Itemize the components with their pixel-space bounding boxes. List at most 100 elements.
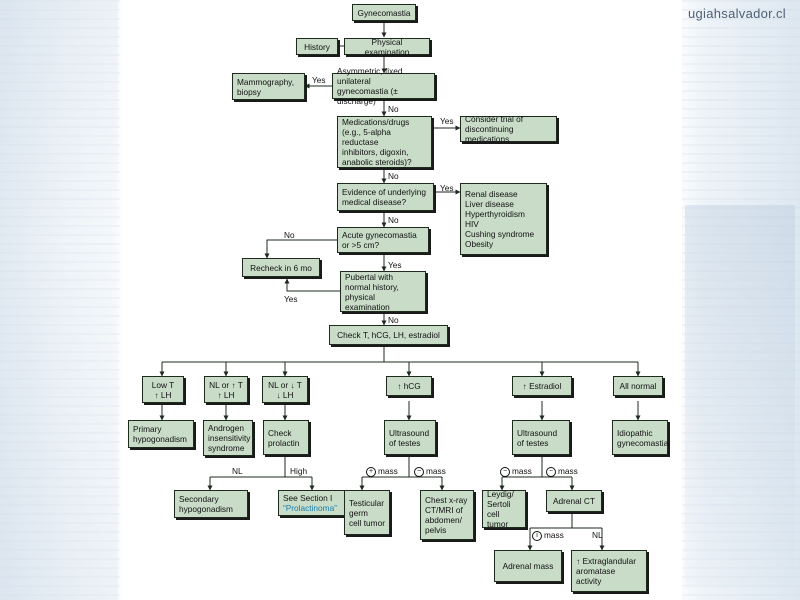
box-ultrasound-testes-estradiol: Ultrasound of testes <box>512 420 570 455</box>
box-nl-down-t: NL or ↓ T ↓ LH <box>262 376 308 403</box>
label-yes-diseases: Yes <box>440 183 454 193</box>
brand-watermark: ugiahsalvador.cl <box>687 6 786 21</box>
box-secondary-hypogonadism-text: Secondary hypogonadism <box>179 494 233 514</box>
box-check-hormones: Check T, hCG, LH, estradiol <box>329 325 448 345</box>
box-underlying-disease-text: Evidence of underlying medical disease? <box>342 187 426 207</box>
box-nl-down-t-text: NL or ↓ T ↓ LH <box>268 379 302 400</box>
mass-text: mass <box>426 466 446 476</box>
box-see-section-text: See Section I“Prolactinoma” <box>283 493 337 513</box>
mass-text: mass <box>378 466 398 476</box>
background-sidebar-right <box>680 0 800 600</box>
box-diseases-list-text: Renal disease Liver disease Hyperthyroid… <box>465 189 535 249</box>
label-no-1: No <box>388 104 399 114</box>
box-adrenal-mass: Adrenal mass <box>494 550 562 582</box>
info-circle-icon: i <box>532 530 542 541</box>
box-gynecomastia-text: Gynecomastia <box>357 7 411 18</box>
label-yes-mammography: Yes <box>312 75 326 85</box>
minus-circle-icon: − <box>500 466 510 477</box>
box-up-estradiol-text: ↑ Estradiol <box>522 381 562 391</box>
prolactinoma-link[interactable]: “Prolactinoma” <box>283 503 337 513</box>
box-idiopathic-text: Idiopathic gynecomastia <box>617 427 669 448</box>
label-minus-mass-estradiol-2: −mass <box>546 466 578 477</box>
box-adrenal-ct: Adrenal CT <box>546 490 602 512</box>
box-androgen-insensitivity: Androgen insensitivity syndrome <box>203 420 253 456</box>
box-extraglandular-aromatase: ↑ Extraglandular aromatase activity <box>571 550 647 592</box>
box-physical-examination-text: Physical examination <box>364 36 410 57</box>
box-primary-hypogonadism: Primary hypogonadism <box>128 420 194 448</box>
box-ultrasound-testes-estradiol-text: Ultrasound of testes <box>517 427 558 448</box>
box-diseases-list: Renal disease Liver disease Hyperthyroid… <box>460 183 547 255</box>
label-no-3: No <box>388 215 399 225</box>
mass-text: mass <box>558 466 578 476</box>
box-gynecomastia: Gynecomastia <box>352 4 416 21</box>
label-nl-adrenal: NL <box>592 530 603 540</box>
box-check-hormones-text: Check T, hCG, LH, estradiol <box>337 330 440 340</box>
box-asymmetric-text: Asymmetric, fixed unilateral gynecomasti… <box>337 66 403 106</box>
box-leydig-sertoli: Leydig/ Sertoli cell tumor <box>482 489 526 529</box>
mass-text: mass <box>512 466 532 476</box>
label-yes-discontinue: Yes <box>440 116 454 126</box>
box-all-normal-text: All normal <box>619 381 657 391</box>
label-no-2: No <box>388 171 399 181</box>
label-no-recheck: No <box>284 230 295 240</box>
label-yes-recheck: Yes <box>284 294 298 304</box>
box-testicular-germ-cell-tumor: Testicular germ cell tumor <box>344 490 390 535</box>
label-no-4: No <box>388 315 399 325</box>
label-plus-mass-hcg: +mass <box>366 466 398 477</box>
box-medications-text: Medications/drugs (e.g., 5-alpha reducta… <box>342 117 412 167</box>
box-mammography-biopsy-text: Mammography, biopsy <box>237 76 295 97</box>
box-low-t-text: Low T ↑ LH <box>151 379 175 400</box>
box-pubertal: Pubertal with normal history, physical e… <box>340 271 426 312</box>
box-nl-up-t-text: NL or ↑ T ↑ LH <box>209 379 243 400</box>
minus-circle-icon: − <box>414 466 424 477</box>
box-acute-text: Acute gynecomastia or >5 cm? <box>342 230 417 250</box>
box-discontinue-text: Consider trial of discontinuing medicati… <box>465 114 524 144</box>
mass-text: mass <box>544 530 564 540</box>
box-pubertal-text: Pubertal with normal history, physical e… <box>345 271 399 312</box>
label-minus-mass-estradiol-1: −mass <box>500 466 532 477</box>
box-history: History <box>296 38 338 55</box>
box-check-prolactin: Check prolactin <box>263 420 309 455</box>
box-chest-xray: Chest x-ray CT/MRI of abdomen/ pelvis <box>420 490 474 540</box>
box-underlying-disease: Evidence of underlying medical disease? <box>337 183 434 211</box>
box-acute: Acute gynecomastia or >5 cm? <box>337 227 429 253</box>
label-minus-mass-hcg: −mass <box>414 466 446 477</box>
box-all-normal: All normal <box>613 376 663 396</box>
box-secondary-hypogonadism: Secondary hypogonadism <box>174 490 248 518</box>
box-nl-up-t: NL or ↑ T ↑ LH <box>204 376 248 403</box>
box-medications: Medications/drugs (e.g., 5-alpha reducta… <box>337 116 432 168</box>
box-low-t: Low T ↑ LH <box>142 376 184 403</box>
box-up-hcg-text: ↑ hCG <box>397 381 421 391</box>
box-physical-examination: Physical examination <box>344 36 430 57</box>
box-check-prolactin-text: Check prolactin <box>268 427 300 448</box>
box-up-estradiol: ↑ Estradiol <box>512 376 572 396</box>
box-recheck: Recheck in 6 mo <box>242 258 320 277</box>
box-mammography-biopsy: Mammography, biopsy <box>232 73 305 100</box>
box-history-text: History <box>304 41 330 52</box>
flowchart-connectors <box>159 22 641 551</box>
see-section-label: See Section I <box>283 493 333 503</box>
box-recheck-text: Recheck in 6 mo <box>250 262 312 273</box>
box-up-hcg: ↑ hCG <box>386 376 432 396</box>
box-primary-hypogonadism-text: Primary hypogonadism <box>133 424 187 444</box>
box-leydig-sertoli-text: Leydig/ Sertoli cell tumor <box>487 489 514 529</box>
box-ultrasound-testes-hcg-text: Ultrasound of testes <box>389 427 430 448</box>
flowchart: Gynecomastia History Physical examinatio… <box>122 0 682 600</box>
label-nl: NL <box>232 466 243 476</box>
box-ultrasound-testes-hcg: Ultrasound of testes <box>384 420 436 455</box>
box-idiopathic: Idiopathic gynecomastia <box>612 420 668 455</box>
background-sidebar-left <box>0 0 120 600</box>
box-adrenal-mass-text: Adrenal mass <box>502 561 554 571</box>
box-discontinue: Consider trial of discontinuing medicati… <box>460 114 557 144</box>
label-yes-pubertal: Yes <box>388 260 402 270</box>
plus-circle-icon: + <box>366 466 376 477</box>
label-high: High <box>290 466 308 476</box>
box-see-section: See Section I“Prolactinoma” <box>278 490 346 516</box>
box-chest-xray-text: Chest x-ray CT/MRI of abdomen/ pelvis <box>425 495 468 535</box>
box-adrenal-ct-text: Adrenal CT <box>553 496 595 506</box>
box-androgen-insensitivity-text: Androgen insensitivity syndrome <box>208 423 251 453</box>
box-extraglandular-aromatase-text: ↑ Extraglandular aromatase activity <box>576 556 636 586</box>
box-testicular-germ-cell-tumor-text: Testicular germ cell tumor <box>349 497 385 528</box>
box-asymmetric: Asymmetric, fixed unilateral gynecomasti… <box>332 66 435 106</box>
